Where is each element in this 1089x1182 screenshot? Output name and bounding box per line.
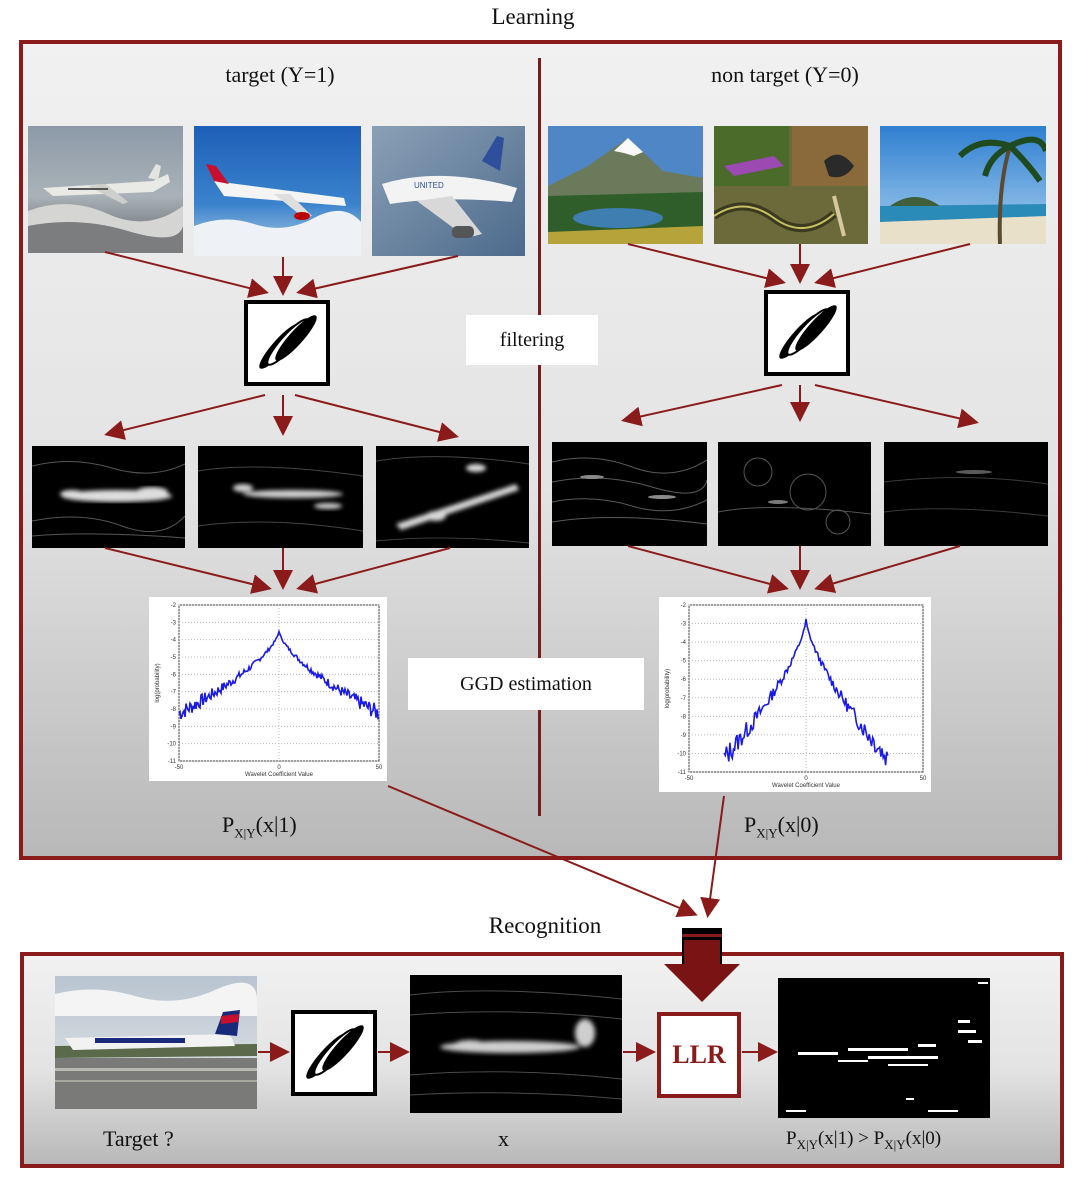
decision-arg2: (x|0) [905, 1128, 942, 1149]
target-ytick-label: -4 [171, 638, 177, 644]
nontarget-dist-base: P [744, 812, 757, 837]
nontarget-xtick-label: -50 [685, 776, 694, 782]
recognition-filter-icon [291, 1010, 377, 1096]
arrow-n-f3-plot [814, 545, 961, 594]
target-ytick-label: -10 [167, 742, 176, 748]
target-xtick-label: -50 [175, 765, 184, 771]
target-airplane-photo-1 [28, 126, 183, 253]
nontarget-filter-icon [764, 290, 850, 376]
nontarget-ytick-label: -5 [681, 659, 687, 665]
target-ylabel: log(probability) [155, 663, 161, 702]
nontarget-filtered-image-1 [552, 442, 707, 546]
query-filtered-image [410, 975, 622, 1113]
recognition-title: Recognition [488, 913, 602, 938]
arrow-t-filter-f1 [104, 394, 266, 440]
arrow-target-to-llr [387, 785, 698, 918]
nontarget-ggd-curve [723, 618, 889, 766]
target-ytick-label: -7 [171, 690, 177, 696]
center-divider [538, 58, 541, 816]
arrow-t-f1-plot [104, 547, 272, 594]
nontarget-filtered-image-2 [718, 442, 871, 546]
nontarget-distribution-label: PX|Y(x|0) [744, 812, 819, 841]
nontarget-filtered-image-3 [884, 442, 1048, 546]
svg-text:UNITED: UNITED [414, 181, 444, 190]
target-column-title: target (Y=1) [225, 62, 335, 87]
detection-result-image [778, 978, 990, 1118]
target-dist-arg: (x|1) [255, 812, 297, 837]
arrow-t-photo3-filter [296, 255, 459, 299]
target-xtick-label: 0 [277, 765, 281, 771]
decision-sub2: X|Y [884, 1136, 906, 1152]
query-airplane-photo [55, 976, 257, 1109]
target-ytick-label: -9 [171, 724, 177, 730]
decision-sub1: X|Y [796, 1136, 818, 1152]
nontarget-ytick-label: -6 [681, 677, 687, 683]
arrow-n-filter-f1 [621, 384, 783, 427]
target-filter-icon [244, 300, 330, 386]
ggd-estimation-label: GGD estimation [408, 658, 644, 710]
target-ggd-curve [178, 629, 380, 720]
arrow-n-photo1-filter [627, 243, 786, 288]
target-filtered-image-3 [376, 446, 529, 548]
target-airplane-photo-3: UNITED [372, 126, 525, 256]
nontarget-xlabel: Wavelet Coefficient Value [772, 783, 841, 789]
target-distribution-label: PX|Y(x|1) [222, 812, 297, 841]
target-ytick-label: -2 [171, 603, 177, 609]
decision-rule-label: PX|Y(x|1) > PX|Y(x|0) [786, 1128, 941, 1153]
arrow-n-filter-f3 [814, 384, 979, 429]
nontarget-ytick-label: -9 [681, 733, 687, 739]
decision-arg1: (x|1) > [817, 1128, 874, 1149]
decision-p1: P [786, 1128, 797, 1149]
nontarget-ytick-label: -3 [681, 622, 687, 628]
filtering-label: filtering [466, 315, 598, 365]
nontarget-animals-photo [714, 126, 868, 244]
nontarget-dist-sub: X|Y [756, 825, 778, 841]
nontarget-column-title: non target (Y=0) [711, 62, 859, 87]
nontarget-dist-arg: (x|0) [777, 812, 819, 837]
nontarget-xtick-label: 50 [920, 776, 927, 782]
nontarget-ytick-label: -2 [681, 603, 687, 609]
nontarget-ylabel: log(probability) [665, 669, 671, 708]
arrow-t-photo1-filter [104, 251, 269, 298]
arrow-n-photo3-filter [814, 243, 971, 288]
llr-box: LLR [657, 1012, 741, 1098]
target-dist-sub: X|Y [234, 825, 256, 841]
target-filtered-image-2 [198, 446, 363, 548]
nontarget-ytick-label: -10 [677, 751, 686, 757]
feature-x-label: x [498, 1126, 509, 1151]
nontarget-beach-photo [880, 126, 1046, 244]
target-airplane-photo-2 [194, 126, 361, 256]
nontarget-ytick-label: -8 [681, 714, 687, 720]
nontarget-xtick-label: 0 [804, 776, 808, 782]
arrow-n-f1-plot [627, 545, 789, 594]
nontarget-ytick-label: -7 [681, 696, 687, 702]
arrow-t-f3-plot [296, 547, 451, 594]
target-xtick-label: 50 [376, 765, 383, 771]
learning-title: Learning [491, 4, 575, 29]
target-ytick-label: -6 [171, 672, 177, 678]
nontarget-ytick-label: -4 [681, 640, 687, 646]
target-ytick-label: -5 [171, 655, 177, 661]
target-ytick-label: -3 [171, 620, 177, 626]
nontarget-mountain-photo [548, 126, 703, 244]
target-question-label: Target ? [103, 1126, 174, 1151]
arrow-nontarget-to-llr [700, 795, 725, 918]
target-filtered-image-1 [32, 446, 185, 548]
decision-p2: P [873, 1128, 885, 1149]
arrow-t-filter-f3 [294, 394, 459, 442]
target-ytick-label: -8 [171, 707, 177, 713]
target-ytick-label: -11 [168, 759, 177, 765]
llr-input-arrow [664, 924, 740, 1004]
target-xlabel: Wavelet Coefficient Value [245, 772, 314, 778]
nontarget-ytick-label: -11 [678, 770, 687, 776]
target-dist-base: P [222, 812, 235, 837]
